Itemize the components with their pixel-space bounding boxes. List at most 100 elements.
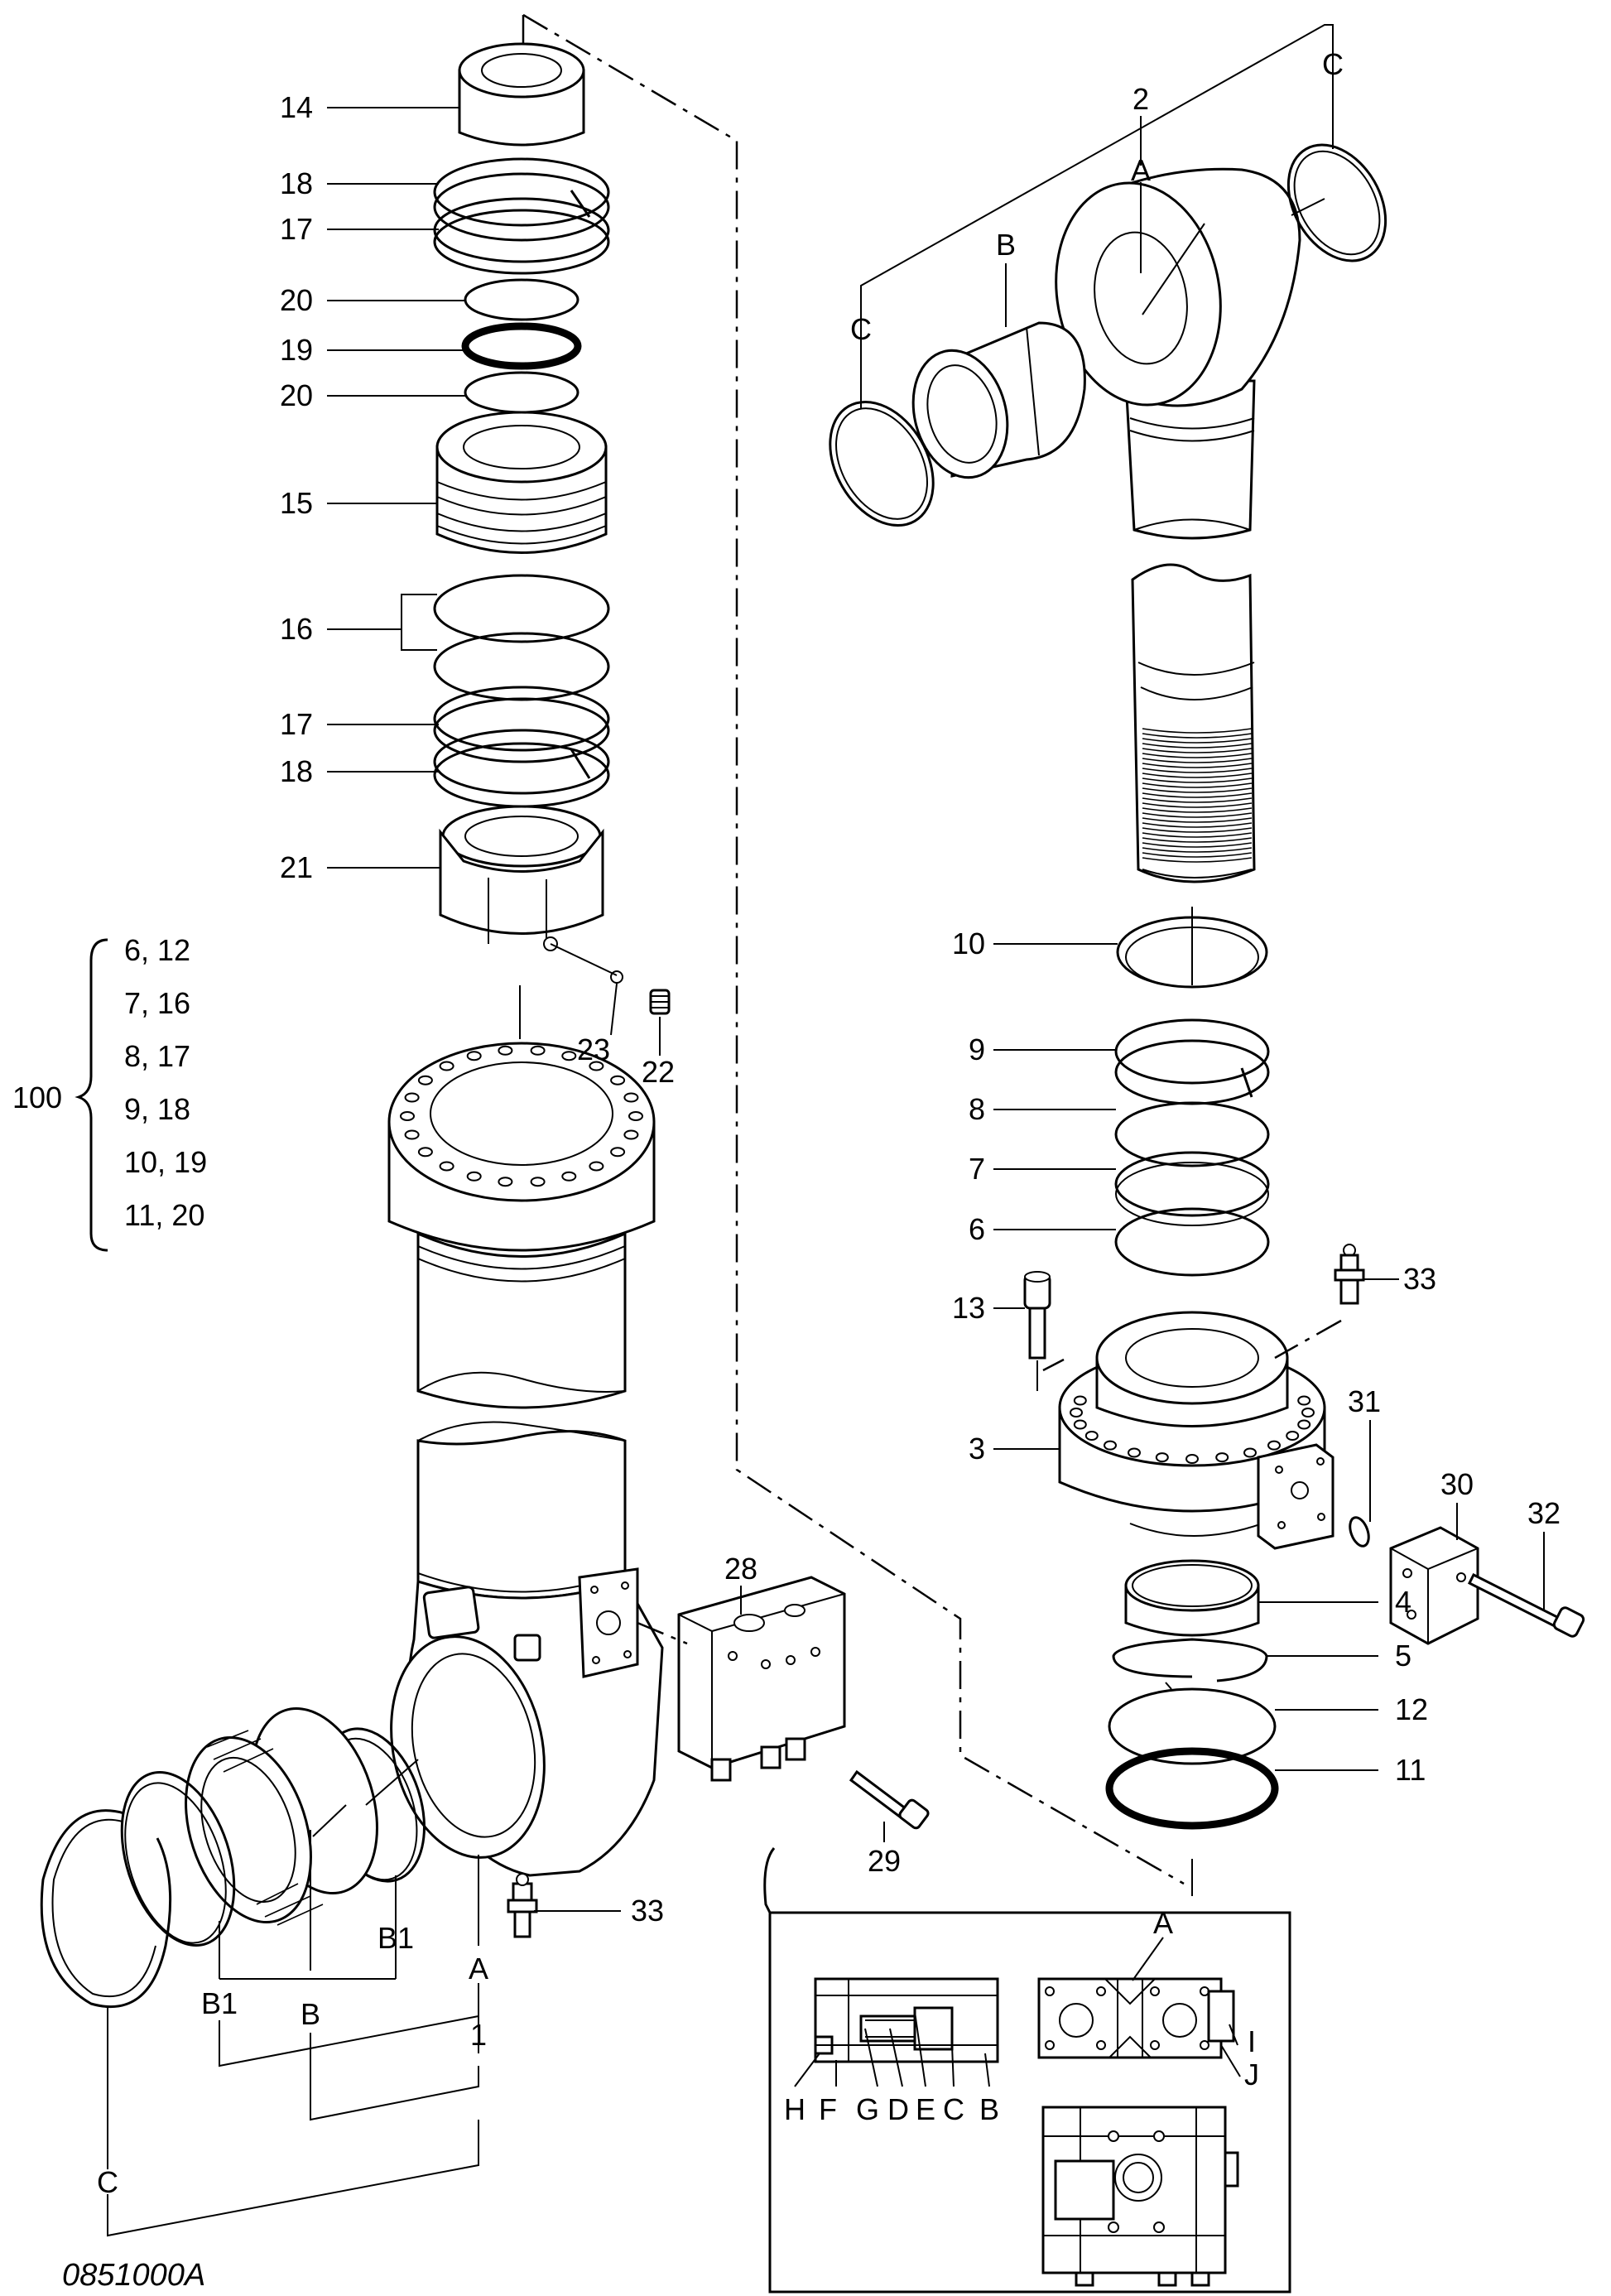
part-7-ring	[1114, 1151, 1270, 1226]
part-33-grease-fitting-upper	[1334, 1244, 1365, 1305]
kit-row: 11, 20	[124, 1198, 204, 1232]
bolt-hole	[439, 1161, 454, 1172]
part-8-ring	[1114, 1101, 1270, 1167]
part-6-ring	[1114, 1207, 1270, 1277]
inset-port-g: G	[856, 2092, 879, 2126]
label-13-right: 13	[952, 1291, 985, 1325]
label-18-left-1: 18	[280, 166, 313, 200]
kit-row: 10, 19	[124, 1145, 207, 1179]
bolt-hole	[1215, 1452, 1229, 1463]
thread-line	[1142, 787, 1253, 793]
bolt-hole	[530, 1177, 546, 1187]
bolt-hole	[1104, 1440, 1117, 1451]
part-32-bolt	[1467, 1572, 1585, 1638]
part-rod-eye-body	[390, 1421, 664, 1877]
part-11-o-ring	[1105, 1747, 1279, 1830]
bolt-hole	[530, 1045, 546, 1056]
part-30-block	[1389, 1526, 1479, 1645]
bolt-hole	[1297, 1419, 1311, 1430]
thread-line	[1142, 758, 1253, 763]
label-6-right: 6	[969, 1212, 985, 1246]
part-5-ring	[1112, 1638, 1268, 1690]
thread-line	[1142, 807, 1253, 813]
part-3-rod-cover	[1058, 1311, 1334, 1550]
label-17-left-2: 17	[280, 212, 313, 246]
bolt-hole	[1301, 1408, 1315, 1418]
part-20-ring-upper	[464, 278, 579, 321]
thread-line	[1142, 832, 1253, 838]
letter-top-a: A	[1131, 153, 1151, 187]
label-20-left-3: 20	[280, 283, 313, 317]
label-7-right: 7	[969, 1152, 985, 1186]
bolt-hole	[1073, 1419, 1087, 1430]
part-22-plug	[649, 989, 671, 1015]
bolt-hole	[589, 1161, 604, 1172]
bolt-hole	[1070, 1408, 1083, 1418]
letter-bottom-a: A	[469, 1952, 488, 1986]
kit-row: 7, 16	[124, 986, 190, 1020]
bolt-hole	[439, 1061, 454, 1071]
label-30: 30	[1440, 1467, 1474, 1501]
inset-port-f: F	[819, 2092, 837, 2126]
inset-port-c: C	[943, 2092, 964, 2126]
label-4-right: 4	[1395, 1585, 1411, 1619]
inset-port-d: D	[887, 2092, 909, 2126]
label-33-upper: 33	[1403, 1262, 1436, 1296]
rod-cover-bolt-holes	[1070, 1395, 1315, 1464]
part-17-seal-ring-lower	[433, 686, 610, 763]
bolt-hole	[1267, 1440, 1281, 1451]
part-15-piston	[435, 411, 608, 554]
part-20-ring-lower	[464, 371, 579, 414]
thread-line	[1142, 777, 1253, 783]
thread-line	[1142, 773, 1253, 778]
bolt-hole	[610, 1147, 626, 1158]
thread-line	[1142, 763, 1253, 768]
thread-line	[1142, 857, 1253, 863]
part-16-ring-upper	[433, 574, 610, 643]
bolt-hole	[1084, 1431, 1099, 1441]
bolt-hole	[466, 1051, 482, 1061]
label-33-lower: 33	[631, 1894, 664, 1928]
bolt-hole	[400, 1111, 415, 1121]
letter-bottom-b: B	[301, 1997, 320, 2031]
label-8-right: 8	[969, 1092, 985, 1126]
bolt-hole	[1286, 1431, 1300, 1441]
bolt-hole	[404, 1129, 420, 1140]
letter-top-b: B	[996, 228, 1016, 262]
bolt-hole	[1155, 1452, 1169, 1463]
thread-line	[1142, 728, 1253, 734]
part-c-snap-ring	[40, 1809, 172, 2009]
flange-bolt-holes	[400, 1045, 643, 1187]
part-head-flange-body	[387, 1042, 656, 1409]
thread-line	[1142, 842, 1253, 848]
label-10-right: 10	[952, 927, 985, 960]
thread-line	[1142, 852, 1253, 858]
inset-port-e: E	[916, 2092, 935, 2126]
thread-line	[1142, 847, 1253, 853]
part-31-o-ring	[1349, 1516, 1370, 1548]
label-12-right: 12	[1395, 1692, 1428, 1726]
inset-port-h: H	[784, 2092, 806, 2126]
part-21-nut	[439, 805, 604, 951]
label-16-left-7: 16	[280, 612, 313, 646]
kit-row: 6, 12	[124, 933, 190, 967]
label-17-left-8: 17	[280, 707, 313, 741]
thread-line	[1142, 768, 1253, 773]
thread-line	[1142, 812, 1253, 818]
letter-bottom-c: C	[97, 2165, 118, 2199]
part-13-bolt	[1023, 1271, 1051, 1360]
label-1: 1	[470, 2018, 487, 2052]
thread-line	[1142, 817, 1253, 823]
inset-port-i: I	[1248, 2024, 1256, 2058]
inset-port-b: B	[979, 2092, 999, 2126]
bolt-hole	[610, 1075, 626, 1085]
label-18-left-9: 18	[280, 754, 313, 788]
label-21-left-10: 21	[280, 850, 313, 884]
bolt-hole	[404, 1092, 420, 1103]
thread-line	[1142, 743, 1253, 748]
part-19-o-ring	[461, 322, 582, 370]
